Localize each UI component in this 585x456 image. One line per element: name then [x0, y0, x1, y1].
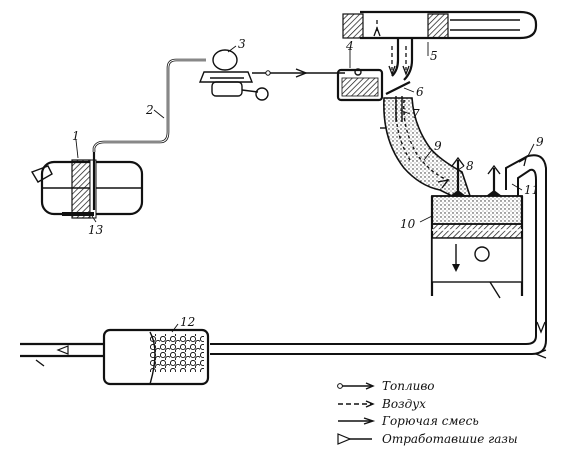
carburetor-float-chamber	[336, 68, 384, 102]
legend-air-label: Воздух	[381, 397, 426, 411]
label-6: 6	[416, 85, 424, 99]
legend-mixture: Горючая смесь	[338, 414, 479, 428]
legend: Топливо Воздух Горючая смесь Отработавши…	[337, 379, 518, 446]
label-4: 4	[345, 39, 354, 53]
label-8: 8	[466, 159, 474, 173]
legend-air: Воздух	[338, 397, 426, 411]
air-flow-arrows	[373, 20, 410, 76]
label-1: 1	[72, 129, 80, 143]
intake-valve	[450, 156, 466, 196]
label-3: 3	[238, 37, 246, 51]
label-5: 5	[430, 49, 438, 63]
legend-exhaust: Отработавшие газы	[337, 432, 518, 446]
legend-fuel: Топливо	[337, 379, 435, 393]
label-2: 2	[145, 103, 154, 117]
label-10: 10	[400, 217, 416, 231]
fuel-pump	[198, 49, 269, 101]
legend-fuel-label: Топливо	[382, 379, 435, 393]
label-13: 13	[88, 223, 104, 237]
label-9-exhaust: 9	[536, 135, 544, 149]
legend-exhaust-label: Отработавшие газы	[382, 432, 518, 446]
fuel-flow-arrow	[252, 68, 345, 78]
label-7: 7	[412, 107, 420, 121]
leader-lines	[75, 42, 535, 333]
legend-mixture-label: Горючая смесь	[381, 414, 479, 428]
air-filter	[342, 10, 538, 81]
exhaust-flow-arrows	[518, 156, 547, 359]
engine-cylinder	[430, 195, 524, 299]
label-9-intake: 9	[434, 139, 442, 153]
exhaust-valve	[486, 164, 502, 196]
muffler	[20, 328, 210, 386]
label-11: 11	[524, 183, 539, 197]
fuel-tank	[30, 150, 144, 219]
label-12: 12	[180, 315, 195, 329]
